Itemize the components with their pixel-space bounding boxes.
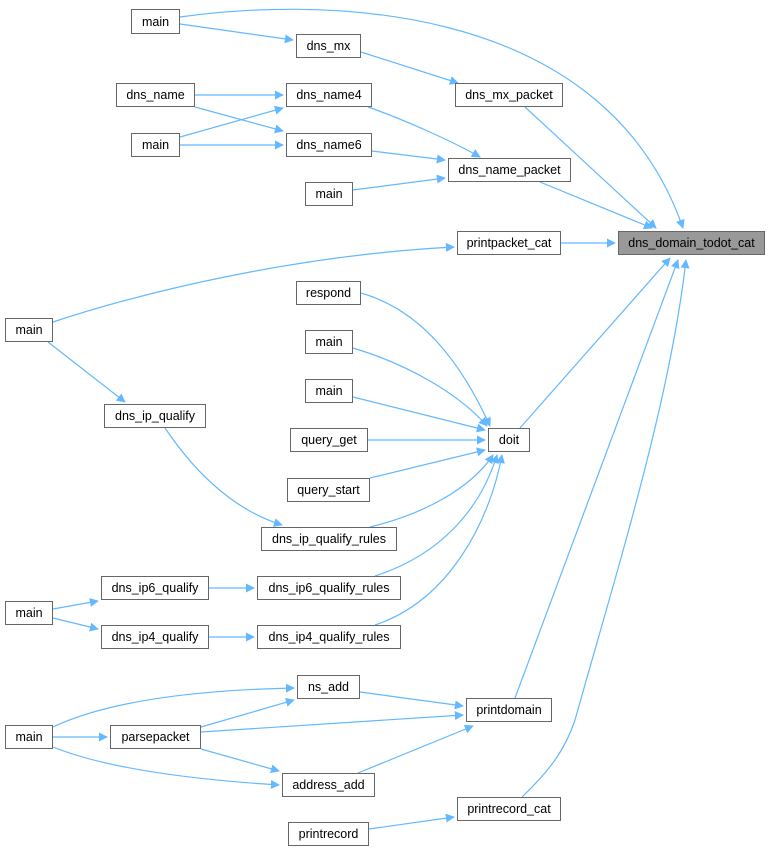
- edge-n28-to-n30: [52, 746, 280, 789]
- edge-n22-to-n18: [374, 454, 499, 577]
- graph-node-main[interactable]: main: [5, 725, 53, 749]
- edge-n31-to-n11: [521, 259, 690, 798]
- graph-node-parsepacket[interactable]: parsepacket: [110, 725, 201, 749]
- edge-n6-to-n4: [179, 105, 284, 138]
- edge-n1-to-n2: [179, 23, 294, 44]
- graph-node-dns-ip6-qualify[interactable]: dns_ip6_qualify: [101, 576, 209, 600]
- edge-n2-to-n5: [360, 51, 459, 85]
- graph-node-printrecord-cat[interactable]: printrecord_cat: [457, 797, 561, 821]
- edge-n29-to-n26: [200, 697, 295, 728]
- edge-n25-to-n18: [374, 454, 505, 626]
- edge-n30-to-n27: [357, 724, 474, 774]
- graph-node-main[interactable]: main: [305, 379, 353, 403]
- edge-n1-to-n11: [179, 8, 685, 229]
- edge-n4-to-n8: [367, 106, 481, 158]
- edge-n27-to-n11: [514, 259, 680, 699]
- graph-node-dns-ip4-qualify-rules[interactable]: dns_ip4_qualify_rules: [257, 625, 401, 649]
- edge-n16-to-n20: [164, 427, 283, 527]
- graph-node-ns-add[interactable]: ns_add: [297, 675, 360, 699]
- graph-node-dns-ip6-qualify-rules[interactable]: dns_ip6_qualify_rules: [257, 576, 401, 600]
- edge-n15-to-n18: [352, 396, 486, 433]
- edge-n8-to-n11: [539, 181, 653, 230]
- graph-node-dns-ip-qualify[interactable]: dns_ip_qualify: [104, 404, 206, 428]
- graph-node-query-get[interactable]: query_get: [290, 428, 368, 452]
- edge-n32-to-n31: [368, 813, 455, 830]
- graph-node-main[interactable]: main: [305, 182, 353, 206]
- edge-n9-to-n8: [352, 174, 446, 191]
- edge-n13-to-n10: [52, 242, 455, 323]
- edge-n7-to-n8: [371, 150, 446, 164]
- graph-node-main[interactable]: main: [131, 133, 180, 157]
- graph-node-dns-name4[interactable]: dns_name4: [286, 83, 372, 107]
- graph-node-printdomain[interactable]: printdomain: [466, 698, 552, 722]
- graph-node-dns-domain-todot-cat[interactable]: dns_domain_todot_cat: [618, 231, 765, 255]
- edge-n20-to-n18: [369, 454, 494, 528]
- graph-node-dns-name-packet[interactable]: dns_name_packet: [448, 158, 571, 182]
- edge-n29-to-n27: [200, 711, 464, 733]
- graph-node-printpacket-cat[interactable]: printpacket_cat: [457, 231, 561, 255]
- edge-n23-to-n24: [52, 617, 99, 632]
- edge-n19-to-n18: [369, 447, 486, 479]
- edge-n12-to-n18: [360, 292, 491, 427]
- graph-node-doit[interactable]: doit: [488, 428, 530, 452]
- graph-node-dns-ip4-qualify[interactable]: dns_ip4_qualify: [101, 625, 209, 649]
- edge-n29-to-n30: [200, 748, 280, 774]
- graph-node-dns-mx-packet[interactable]: dns_mx_packet: [455, 83, 563, 107]
- edge-n3-to-n7: [194, 106, 284, 134]
- edge-n26-to-n27: [359, 691, 464, 710]
- graph-node-main[interactable]: main: [131, 9, 180, 34]
- graph-node-printrecord[interactable]: printrecord: [288, 822, 369, 846]
- graph-node-dns-ip-qualify-rules[interactable]: dns_ip_qualify_rules: [261, 527, 397, 551]
- graph-node-dns-mx[interactable]: dns_mx: [296, 34, 361, 58]
- edge-n18-to-n11: [519, 257, 671, 429]
- graph-node-query-start[interactable]: query_start: [287, 478, 370, 502]
- graph-node-dns-name[interactable]: dns_name: [116, 83, 195, 107]
- graph-node-respond[interactable]: respond: [296, 281, 361, 305]
- graph-node-dns-name6[interactable]: dns_name6: [286, 133, 372, 157]
- edge-n5-to-n11: [524, 106, 657, 229]
- edge-n13-to-n16: [47, 341, 126, 403]
- graph-node-address-add[interactable]: address_add: [282, 773, 375, 797]
- edge-n14-to-n18: [352, 347, 488, 427]
- edge-n28-to-n26: [52, 683, 295, 728]
- graph-node-main[interactable]: main: [5, 318, 53, 342]
- graph-node-main[interactable]: main: [5, 601, 53, 625]
- edge-n23-to-n21: [52, 597, 99, 610]
- graph-node-main[interactable]: main: [305, 330, 353, 354]
